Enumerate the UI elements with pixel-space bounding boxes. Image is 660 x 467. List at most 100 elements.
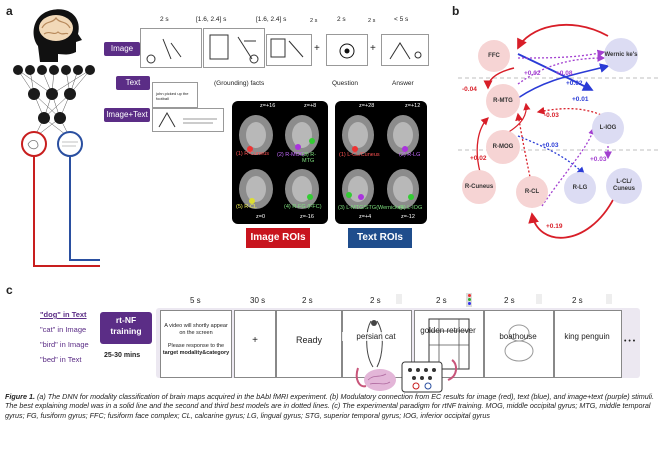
time-label-2: [1.6, 2.4] s — [196, 16, 227, 23]
c-time-6: 2 s — [504, 296, 515, 305]
rt-nf-training-box — [100, 312, 152, 344]
fixation-cross-a2: + — [370, 43, 376, 54]
node-l-iog: L-IOG — [592, 112, 624, 144]
panel-b-letter: b — [452, 4, 460, 18]
answer-label: Answer — [392, 80, 414, 87]
drawing-icon — [146, 38, 182, 64]
region-label-r-mtg: (3) R-MTG — [302, 152, 317, 164]
indicator-dots-1 — [396, 294, 402, 304]
region-label-r-mog: (2) R-MOG — [277, 152, 305, 158]
image-text-modality-button[interactable]: Image+Text — [104, 108, 150, 122]
c-time-5: 2 s — [436, 296, 447, 305]
fixation-cross: + — [252, 335, 258, 346]
indicator-dots-3 — [536, 294, 542, 304]
node-r-mog: R-MOG — [486, 130, 520, 164]
text-modality-button[interactable]: Text — [116, 76, 150, 90]
edge-label-3: +0.02 — [566, 80, 583, 87]
time-label-6: 2 s — [368, 18, 376, 24]
building-drawing-icon — [428, 318, 470, 370]
feedback-illustration — [355, 359, 458, 393]
text-stimulus-frame-1: john picked up the football — [152, 82, 198, 108]
time-label-7: < 5 s — [394, 16, 409, 23]
ready-text: Ready — [295, 335, 322, 345]
c-time-7: 2 s — [572, 296, 583, 305]
condition-bird-image: "bird" in Image — [40, 340, 89, 349]
kitchen-drawing-icon — [270, 38, 304, 58]
node-r-mtg: R-MTG — [486, 84, 520, 118]
z-label-image-3: z=0 — [256, 214, 266, 220]
image-modality-button[interactable]: Image — [104, 42, 140, 56]
c-time-1: 5 s — [190, 296, 201, 305]
node-wernicke: Wernic ke's — [604, 38, 638, 72]
time-label-3: [1.6, 2.4] s — [256, 16, 287, 23]
node-ffc: FFC — [478, 40, 510, 72]
grounding-label: (Grounding) facts — [214, 80, 265, 87]
caption-title: Figure 1. — [5, 392, 35, 401]
image-text-drawing-icon — [158, 111, 217, 128]
instruction-line-2: Please response to the — [167, 343, 225, 349]
ready-frame: Ready — [276, 310, 342, 378]
rt-nf-training-label: rt-NF training — [110, 315, 142, 336]
instruction-frame: A video will shortly appear on the scree… — [160, 310, 232, 378]
condition-cat-image: "cat" in Image — [40, 325, 87, 334]
stimulus-frame-2 — [203, 28, 265, 68]
text-roi-brain-slices — [342, 115, 419, 209]
neural-network-diagram — [13, 65, 100, 267]
region-label-r-fg: (4) R-FG (FFC) — [284, 204, 322, 210]
panel-a-letter: a — [6, 4, 13, 18]
head-brain-icon — [33, 9, 82, 63]
region-label-l-mtg-stg: (3) L-MTG/STG(Wernicke) — [338, 205, 403, 211]
edge-label-10: +0.19 — [546, 223, 563, 230]
time-label-4: 2 s — [310, 18, 318, 24]
question-label: Question — [332, 80, 359, 87]
time-label-1: 2 s — [160, 16, 169, 23]
c-time-4: 2 s — [370, 296, 381, 305]
room-drawing-icon — [209, 34, 259, 64]
text-stimulus-sentence: john picked up the football — [156, 91, 189, 101]
indicator-dots-2 — [466, 293, 472, 307]
z-label-text-4: z=-12 — [401, 214, 415, 220]
caption-body: (a) The DNN for modality classification … — [5, 392, 654, 420]
frame-label-king-penguin: king penguin — [564, 332, 610, 341]
z-label-image-1: z=+16 — [260, 103, 276, 109]
node-r-cl: R-CL — [516, 176, 548, 208]
region-label-r-cuneus: (1) R-Cuneus — [236, 151, 270, 157]
region-label-r-cl: (5) R-CL — [236, 204, 258, 210]
image-rois-button[interactable]: Image ROIs — [246, 228, 310, 248]
training-duration: 25-30 mins — [104, 352, 141, 359]
edge-label-9: +0.03 — [590, 156, 607, 163]
dog-drawing-icon — [504, 324, 534, 362]
stimulus-frame-1 — [140, 28, 202, 68]
node-r-lg: R-LG — [564, 172, 596, 204]
condition-bed-text: "bed" in Text — [40, 355, 82, 364]
indicator-dots-4 — [606, 294, 612, 304]
node-l-cl-cuneus: L-CL/ Cuneus — [606, 168, 642, 204]
ellipsis: • • • — [624, 338, 636, 345]
penguin-drawing-icon — [366, 320, 383, 368]
fixation-cross-a1: + — [314, 43, 320, 54]
text-rois-button[interactable]: Text ROIs — [348, 228, 412, 248]
edge-label-2: +0.08 — [556, 70, 573, 77]
node-r-cuneus: R-Cuneus — [462, 170, 496, 204]
text-roi-brain-box: z=+28 z=+12 z=+4 z=-12 (1) L-CL/Cuneus (… — [335, 101, 427, 224]
region-label-l-iog: (4) L-IOG — [399, 205, 423, 211]
stimulus-frame-3 — [266, 34, 312, 66]
edge-label-4: +0.01 — [572, 96, 589, 103]
fixation-frame: + — [234, 310, 276, 378]
football-icon — [339, 43, 355, 59]
region-label-r-lg: (2) R-LG — [399, 152, 421, 158]
edge-label-7: +0.03 — [542, 142, 559, 149]
condition-dog-text: "dog" in Text — [40, 310, 87, 319]
frame-label-persian-cat: persian cat — [342, 332, 410, 341]
instruction-line-3: target modality&category — [162, 350, 230, 356]
image-roi-brain-slices — [239, 115, 319, 209]
region-label-l-cl-cuneus: (1) L-CL/Cuneus — [339, 152, 380, 158]
z-label-image-4: z=-16 — [300, 214, 314, 220]
boathouse-frame — [484, 310, 554, 378]
image-text-stimulus-frame — [152, 108, 224, 132]
z-label-text-2: z=+12 — [405, 103, 421, 109]
frame-label-boathouse: boathouse — [499, 332, 537, 341]
edge-label-5: -0.04 — [462, 86, 477, 93]
c-time-3: 2 s — [302, 296, 313, 305]
time-label-5: 2 s — [337, 16, 346, 23]
